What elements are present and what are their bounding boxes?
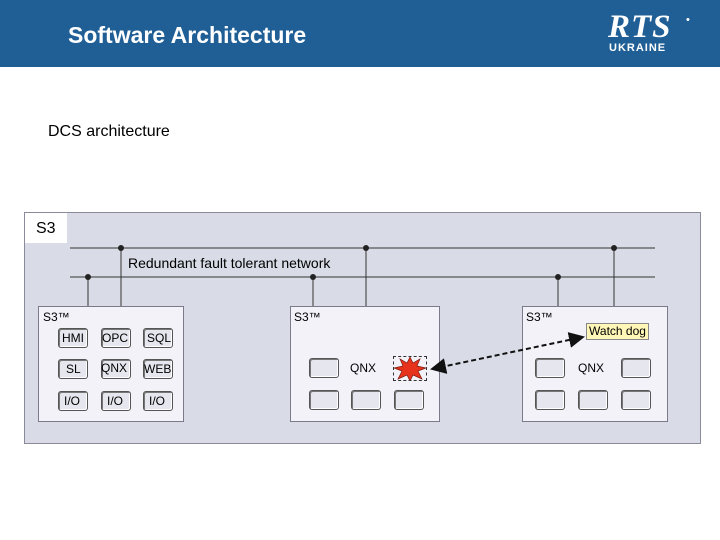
module-sql-label: SQL [147,331,172,345]
header-bar [0,0,720,67]
node2-module-empty [309,390,339,410]
node3-module-empty [621,358,651,378]
logo-subtext: UKRAINE [609,42,667,54]
module-hmi-label: HMI [62,331,84,345]
module-opc [101,328,131,348]
node2-tap-lower [310,274,316,280]
node2-tap-upper [363,245,369,251]
node3-tap-lower [555,274,561,280]
node2-module-empty [394,390,424,410]
module-io-2-label: I/O [107,394,124,408]
network-label: Redundant fault tolerant network [128,255,331,271]
node2-module-empty [309,358,339,378]
module-opc-label: OPC [102,331,129,345]
logo-mark: • [686,14,690,26]
failure-burst-icon [393,356,427,381]
module-io-1 [58,391,88,411]
module-web [143,359,173,379]
module-io-2 [101,391,131,411]
node1-tap-lower [85,274,91,280]
node-2-label: S3™ [294,310,321,324]
node2-qnx-label: QNX [350,361,377,375]
node3-module-empty [578,390,608,410]
s3-tab [25,213,67,243]
watchdog-callout: Watch dog [586,323,649,340]
module-io-3-label: I/O [149,394,166,408]
module-web-label: WEB [144,362,172,376]
node3-tap-upper [611,245,617,251]
node3-module-empty [621,390,651,410]
node3-module-empty [535,390,565,410]
module-sl-label: SL [66,362,81,376]
module-sql [143,328,173,348]
rts-logo: RTS [608,9,672,45]
module-qnx-label: QNX [101,361,128,375]
module-io-1-label: I/O [64,394,81,408]
diagram-subtitle: DCS architecture [48,123,170,140]
module-sl [58,359,88,379]
module-qnx [101,359,131,379]
node-1-label: S3™ [43,310,70,324]
page-title: Software Architecture [68,22,307,48]
node2-module-empty [351,390,381,410]
failed-module-outline [393,356,427,381]
s3-label: S3 [36,220,56,237]
module-hmi [58,328,88,348]
node1-tap-upper [118,245,124,251]
module-io-3 [143,391,173,411]
node-3-label: S3™ [526,310,553,324]
